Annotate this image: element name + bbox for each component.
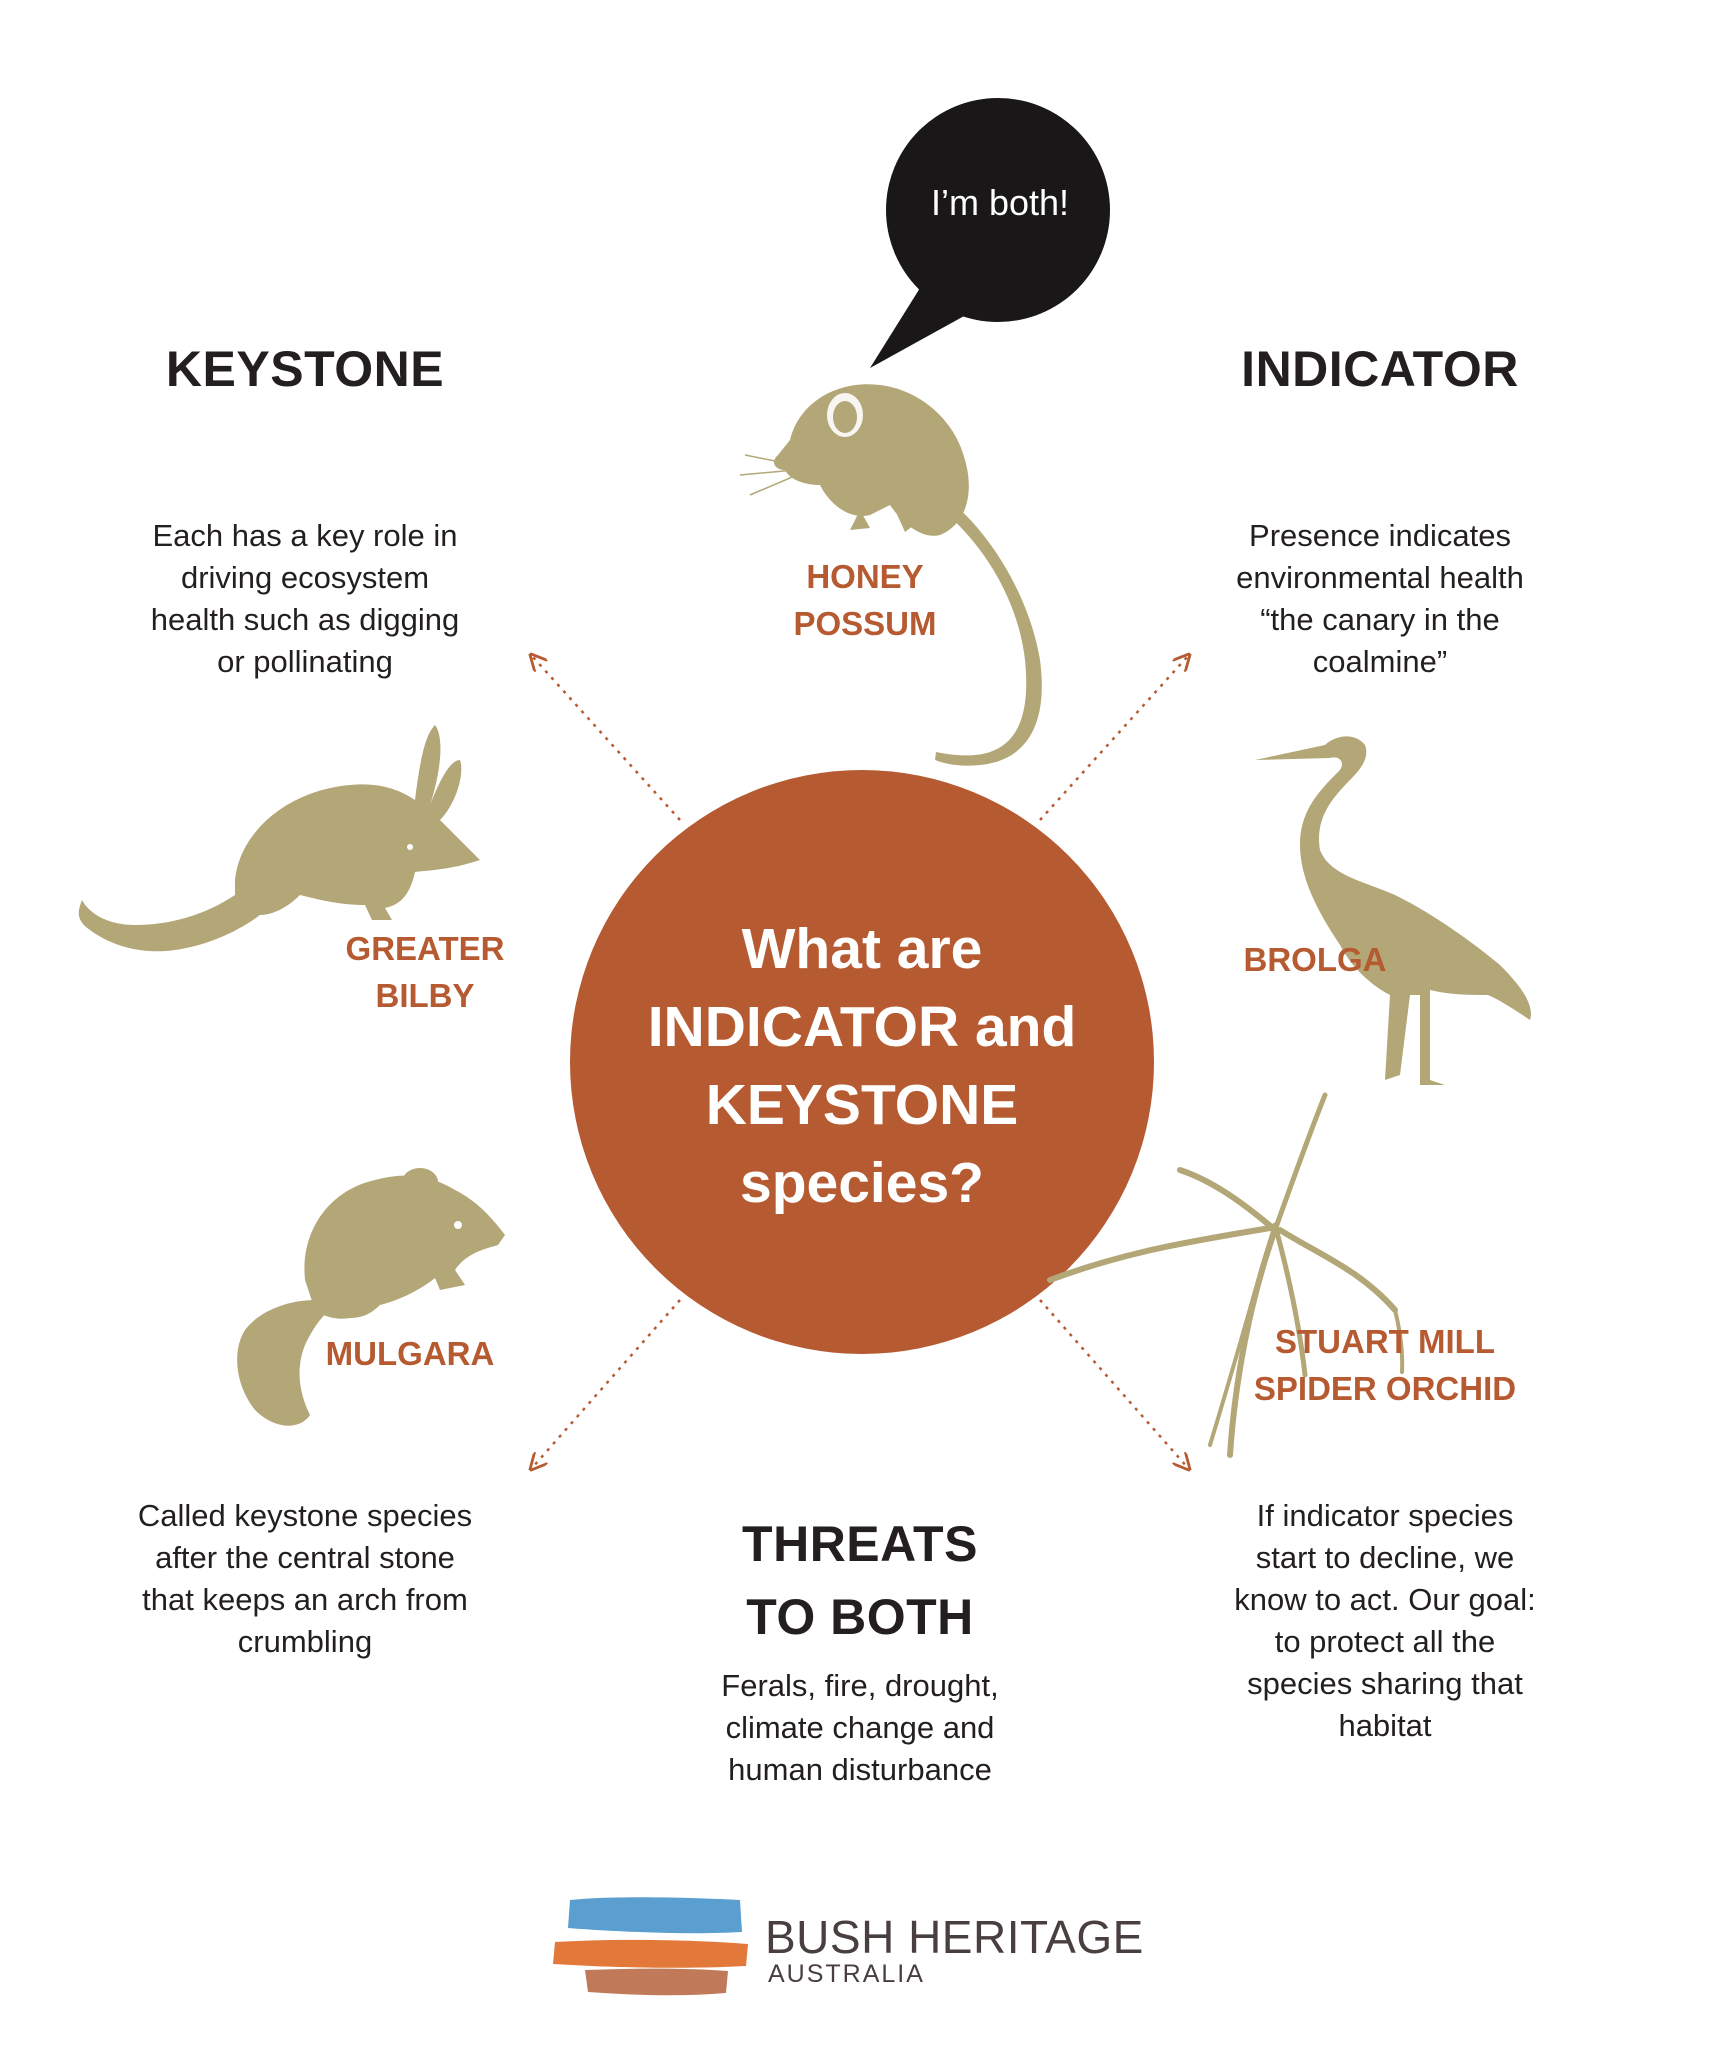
label-greater-bilby: GREATER BILBY bbox=[320, 925, 530, 1019]
keystone-footnote-line: crumbling bbox=[237, 1624, 373, 1659]
arrow-to-keystone bbox=[532, 656, 681, 821]
arrow-to-indicator bbox=[1039, 656, 1188, 821]
central-question: What are INDICATOR and KEYSTONE species? bbox=[567, 910, 1157, 1222]
label-brolga: BROLGA bbox=[1225, 936, 1405, 983]
mulgara-silhouette bbox=[237, 1168, 505, 1426]
keystone-description-line: health such as digging bbox=[150, 602, 460, 637]
label-line: STUART MILL bbox=[1275, 1323, 1495, 1360]
keystone-description: Each has a key role in driving ecosystem… bbox=[110, 515, 500, 683]
brolga-silhouette bbox=[1255, 736, 1531, 1085]
indicator-footnote: If indicator species start to decline, w… bbox=[1190, 1495, 1580, 1747]
label-line: MULGARA bbox=[325, 1335, 495, 1372]
threats-heading: THREATS TO BOTH bbox=[655, 1508, 1065, 1654]
indicator-heading: INDICATOR bbox=[1241, 341, 1519, 397]
label-honey-possum: HONEY POSSUM bbox=[750, 553, 980, 647]
label-line: HONEY bbox=[806, 558, 924, 595]
arrow-to-keystone-footnote bbox=[532, 1299, 681, 1468]
label-line: BILBY bbox=[375, 977, 475, 1014]
keystone-heading: KEYSTONE bbox=[165, 341, 445, 397]
logo-sub: AUSTRALIA bbox=[768, 1960, 925, 1988]
arrow-to-indicator-footnote bbox=[1039, 1299, 1188, 1468]
logo-mark bbox=[553, 1897, 748, 1996]
central-question-line: What are bbox=[741, 917, 983, 981]
indicator-footnote-line: habitat bbox=[1338, 1708, 1432, 1743]
threats-description-line: Ferals, fire, drought, bbox=[721, 1668, 999, 1703]
keystone-footnote-line: Called keystone species bbox=[137, 1498, 473, 1533]
label-line: BROLGA bbox=[1243, 941, 1387, 978]
center-circle bbox=[570, 770, 1154, 1354]
honey-possum-silhouette bbox=[739, 384, 1042, 766]
central-question-line: INDICATOR and bbox=[647, 995, 1077, 1059]
logo-blue-stroke bbox=[568, 1897, 742, 1934]
indicator-footnote-line: start to decline, we bbox=[1255, 1540, 1515, 1575]
keystone-description-line: Each has a key role in bbox=[152, 518, 458, 553]
logo-name: BUSH HERITAGE bbox=[765, 1911, 1144, 1963]
indicator-footnote-line: If indicator species bbox=[1256, 1498, 1514, 1533]
label-line: POSSUM bbox=[793, 605, 937, 642]
logo-brown-stroke bbox=[585, 1968, 728, 1996]
indicator-footnote-line: species sharing that bbox=[1247, 1666, 1523, 1701]
indicator-description-line: Presence indicates bbox=[1249, 518, 1511, 553]
indicator-footnote-line: know to act. Our goal: bbox=[1234, 1582, 1536, 1617]
indicator-description-line: coalmine” bbox=[1312, 644, 1448, 679]
keystone-footnote-line: after the central stone bbox=[155, 1540, 455, 1575]
threats-description-line: human disturbance bbox=[728, 1752, 992, 1787]
logo-orange-stroke bbox=[553, 1939, 748, 1968]
keystone-description-line: driving ecosystem bbox=[180, 560, 430, 595]
speech-bubble bbox=[870, 98, 1110, 368]
indicator-footnote-line: to protect all the bbox=[1274, 1624, 1496, 1659]
label-mulgara: MULGARA bbox=[300, 1330, 520, 1377]
keystone-footnote: Called keystone species after the centra… bbox=[110, 1495, 500, 1663]
threats-heading-line: TO BOTH bbox=[746, 1589, 974, 1645]
indicator-description-line: environmental health bbox=[1236, 560, 1524, 595]
keystone-description-line: or pollinating bbox=[217, 644, 393, 679]
label-line: GREATER bbox=[345, 930, 505, 967]
central-question-line: KEYSTONE bbox=[705, 1073, 1019, 1137]
central-question-line: species? bbox=[740, 1151, 984, 1215]
speech-bubble-text: I’m both! bbox=[930, 182, 1070, 223]
keystone-footnote-line: that keeps an arch from bbox=[142, 1582, 468, 1617]
threats-description: Ferals, fire, drought, climate change an… bbox=[665, 1665, 1055, 1791]
threats-description-line: climate change and bbox=[725, 1710, 995, 1745]
label-stuart-mill-spider-orchid: STUART MILL SPIDER ORCHID bbox=[1230, 1318, 1540, 1412]
threats-heading-line: THREATS bbox=[742, 1516, 978, 1572]
greater-bilby-silhouette bbox=[78, 725, 480, 952]
spider-orchid-silhouette bbox=[1047, 1092, 1405, 1458]
indicator-description-line: “the canary in the bbox=[1260, 602, 1500, 637]
label-line: SPIDER ORCHID bbox=[1253, 1370, 1517, 1407]
indicator-description: Presence indicates environmental health … bbox=[1190, 515, 1570, 683]
